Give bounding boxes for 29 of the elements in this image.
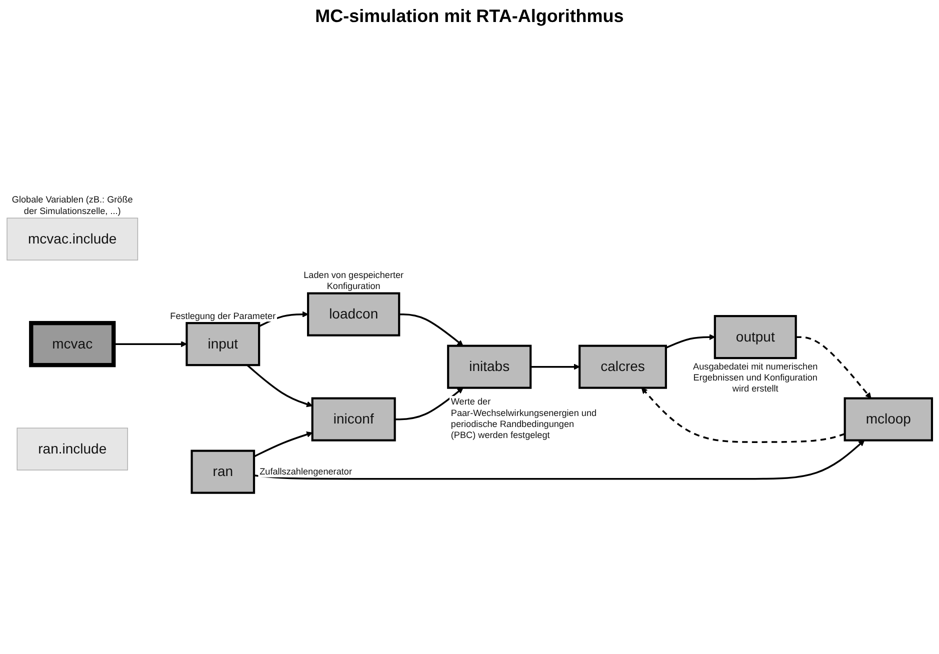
arrow [399, 314, 464, 346]
node-box: mcvac [29, 321, 116, 368]
arrow [246, 364, 313, 408]
note-text: Zufallszahlengenerator [260, 466, 352, 477]
arrow [530, 364, 580, 370]
note-text: Laden von gespeicherter Konfiguration [304, 270, 404, 292]
arrow [666, 334, 716, 349]
note-text: Werte der Paar-Wechselwirkungsenergien und periodische Randbedingungen (PBC) werden festgelegt [450, 396, 597, 440]
note-text: Globale Variablen (zB.: Größe der Simulationszelle, ...) [12, 194, 133, 216]
node-box: loadcon [307, 292, 400, 336]
node-box: ran.include [16, 428, 128, 471]
arrow [114, 341, 187, 348]
arrow [254, 432, 313, 458]
note-text: Festlegung der Parameter [170, 310, 276, 321]
arrow [254, 440, 865, 480]
node-box: initabs [447, 344, 532, 389]
node-box: output [714, 315, 797, 360]
node-box: mcloop [844, 397, 934, 442]
node-box: ran [190, 450, 256, 494]
arrow [641, 388, 846, 444]
note-text: MC-simulation mit RTA-Algorithmus [315, 6, 624, 27]
arrow [796, 336, 872, 399]
arrow [258, 311, 308, 328]
node-box: iniconf [311, 397, 396, 442]
node-box: input [186, 322, 260, 366]
node-box: calcres [578, 344, 667, 389]
arrow [394, 388, 464, 420]
note-text: Ausgabedatei mit numerischen Ergebnissen und Konfiguration wird erstellt [693, 361, 818, 394]
node-box: mcvac.include [6, 218, 138, 261]
